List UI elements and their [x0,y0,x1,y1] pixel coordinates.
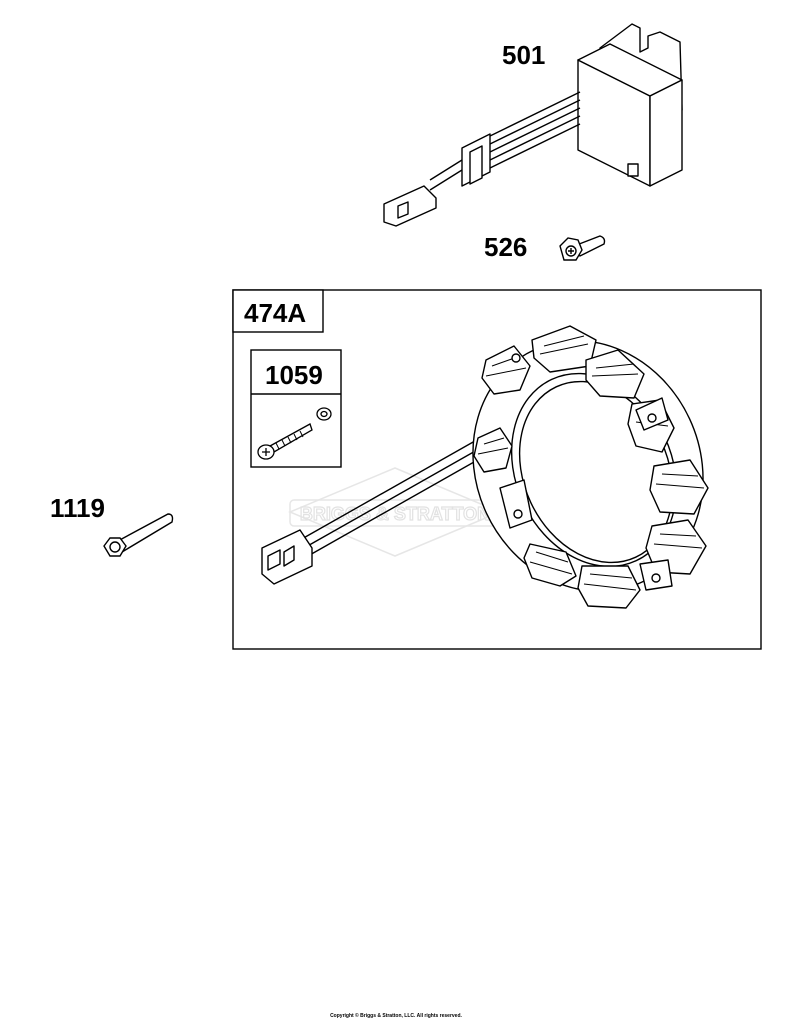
kit-474a-label-box [232,289,324,333]
callout-501[interactable]: 501 [502,40,545,70]
copyright-notice: Copyright © Briggs & Stratton, LLC. All … [330,1013,462,1019]
callout-1119[interactable]: 1119 [50,493,105,523]
part-501-regulator[interactable] [383,23,683,227]
part-526-screw[interactable] [559,235,606,261]
kit-474a-frame [232,289,762,650]
part-1119-bolt[interactable] [103,513,174,557]
callout-1059[interactable]: 1059 [265,360,323,390]
part-1059-screw-and-washer[interactable] [257,407,332,460]
callout-474a[interactable]: 474A [244,298,306,328]
part-474a-alternator-stator[interactable] [261,303,744,630]
watermark-text: BRIGGS & STRATTON [300,504,490,524]
watermark: BRIGGS & STRATTON [288,467,502,557]
stator-mounting-ears [499,353,673,591]
callout-526[interactable]: 526 [484,232,527,262]
